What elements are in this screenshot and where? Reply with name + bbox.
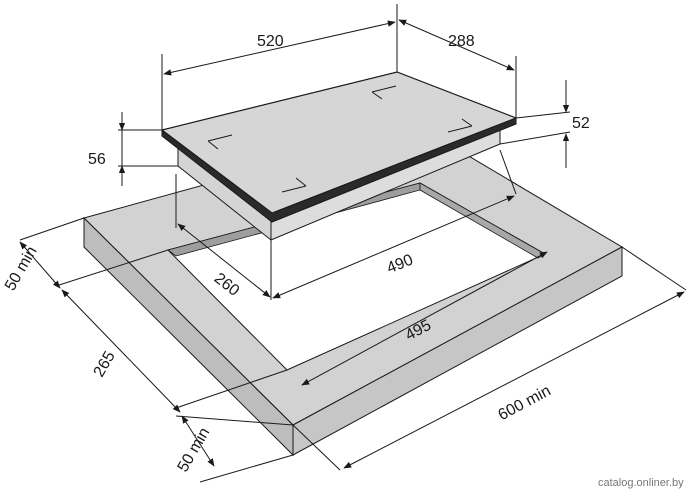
dim-line-288: [398, 19, 515, 71]
dim-line-50-top: [19, 241, 61, 289]
zone-marker-left-back: [207, 134, 233, 142]
dim-line-265: [61, 289, 181, 413]
label-counter-width: 600 min: [496, 382, 554, 424]
zone-marker-left-back-2: [207, 140, 219, 150]
zone-marker-left-front: [281, 185, 307, 193]
label-hob-thickness-right: 52: [572, 115, 590, 132]
extension-lines: [19, 4, 687, 483]
dim-line-50-bottom: [181, 415, 215, 467]
dimension-lines: [19, 19, 685, 469]
zone-marker-right-front-2: [461, 118, 473, 127]
zone-marker-left-front-2: [295, 177, 307, 187]
dim-line-520: [163, 20, 396, 76]
label-clearance-top: 50 min: [2, 244, 41, 294]
label-hob-depth: 288: [448, 33, 475, 50]
label-clearance-bottom: 50 min: [175, 425, 214, 475]
dim-line-260: [177, 223, 271, 298]
zone-marker-right-back-2: [371, 91, 383, 100]
label-cutout-width: 490: [385, 251, 416, 277]
label-side-depth: 265: [91, 348, 119, 380]
watermark: catalog.onliner.by: [598, 477, 684, 489]
countertop-front-face: [83, 216, 294, 457]
zone-marker-right-front: [447, 125, 473, 133]
label-hob-width: 520: [257, 33, 284, 50]
label-cutout-depth: 260: [211, 270, 243, 300]
zone-marker-right-back: [371, 85, 397, 93]
label-hob-thickness-left: 56: [88, 151, 106, 168]
dim-line-600: [343, 291, 685, 469]
